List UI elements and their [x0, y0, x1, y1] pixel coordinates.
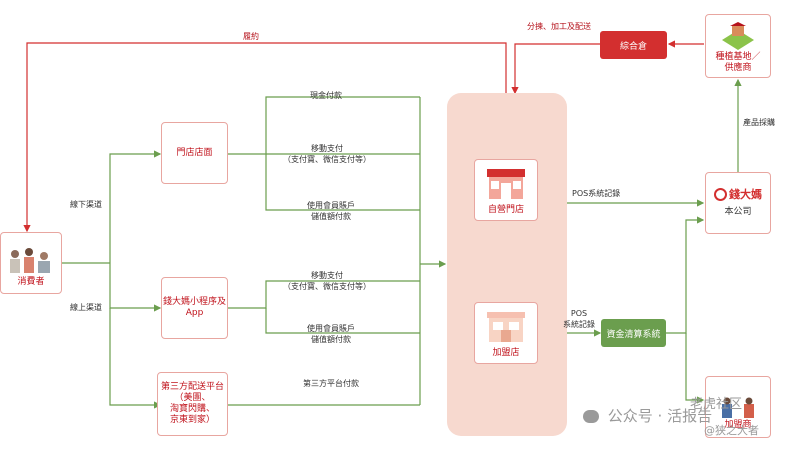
franchisee-node: 加盟商	[705, 376, 771, 438]
store-panel	[447, 93, 567, 436]
cash-label: 現金付款	[310, 91, 342, 100]
storefront-icon	[487, 169, 525, 199]
delivery-label-4: 京東到家）	[169, 415, 215, 425]
mini-app-label-1: 錢大媽小程序及	[162, 297, 226, 307]
farm-label-2: 供應商	[724, 63, 752, 73]
consumer-label: 消費者	[17, 277, 45, 287]
pos-label-2-line1: POS	[570, 309, 588, 318]
delivery-label-1: 第三方配送平台	[160, 382, 224, 392]
delivery-line	[109, 308, 162, 409]
offline-line	[109, 150, 162, 263]
mobile-pay-1-line1: 移動支付	[311, 144, 343, 153]
storefront-member	[265, 154, 420, 211]
franchisee-label: 加盟商	[724, 420, 752, 430]
wechat-icon	[583, 410, 599, 423]
self-store-label: 自營門店	[487, 205, 524, 215]
member-pay-1: 使用會員賬戶 儲值額付款	[307, 200, 355, 222]
consumer-node: 消費者	[0, 232, 62, 294]
warehouse-node: 綜合倉	[600, 31, 667, 59]
franchise-store-label: 加盟店	[492, 348, 520, 358]
member-pay-2-line1: 使用會員賬戶	[307, 324, 355, 333]
fulfillment-line	[23, 42, 507, 233]
clearing-to-franchisee	[685, 333, 705, 404]
member-pay-2: 使用會員賬戶 儲值額付款	[307, 323, 355, 345]
company-logo: 錢大媽	[714, 188, 762, 201]
mobile-pay-2: 移動支付 （支付寶、微信支付等）	[283, 270, 371, 292]
farm-icon	[722, 22, 754, 50]
store-front-node: 門店店面	[161, 122, 228, 184]
procurement-label: 產品採購	[743, 118, 775, 127]
mini-app-label-2: App	[185, 308, 204, 318]
warehouse-to-store-line	[511, 43, 600, 95]
site-watermark: 老虎社区	[690, 397, 743, 412]
fulfillment-label: 履約	[243, 32, 259, 41]
thirdparty-pay-label: 第三方平台付款	[303, 379, 359, 388]
clearing-to-company	[666, 216, 705, 334]
pos-label-2-line2: 系統記錄	[563, 320, 595, 329]
app-member	[265, 308, 420, 334]
logo-q-icon	[714, 188, 727, 201]
wechat-watermark: 公众号 · 活报告	[583, 405, 712, 426]
mobile-pay-2-line1: 移動支付	[311, 271, 343, 280]
warehouse-label: 綜合倉	[619, 41, 647, 52]
member-pay-1-line1: 使用會員賬戶	[307, 201, 355, 210]
handshake-icon	[722, 397, 754, 418]
delivery-label-2: （美團、	[174, 393, 211, 403]
farm-supplier-node: 種植基地／ 供應商	[705, 14, 771, 78]
offline-label: 線下渠道	[70, 200, 102, 209]
delivery-label-3: 淘寶閃購、	[169, 404, 215, 414]
company-logo-text: 錢大媽	[729, 188, 762, 201]
member-pay-2-line2: 儲值額付款	[311, 335, 351, 344]
delivery-platform-node: 第三方配送平台 （美團、 淘寶閃購、 京東到家）	[157, 372, 228, 436]
franchise-store-node: 加盟店	[474, 302, 538, 364]
company-node: 錢大媽 本公司	[705, 172, 771, 234]
self-store-node: 自營門店	[474, 159, 538, 221]
farm-label-1: 種植基地／	[715, 52, 761, 62]
store-front-label: 門店店面	[176, 147, 213, 158]
online-line	[109, 263, 162, 312]
mini-app-node: 錢大媽小程序及 App	[161, 277, 228, 339]
storefront-cash	[228, 96, 420, 155]
mobile-pay-2-line2: （支付寶、微信支付等）	[283, 282, 371, 291]
shopping-people-icon	[10, 248, 50, 273]
mobile-pay-1-line2: （支付寶、微信支付等）	[283, 155, 371, 164]
app-mobile	[228, 280, 420, 309]
wechat-watermark-text: 公众号 · 活报告	[607, 407, 713, 425]
author-watermark: @狭之大者	[704, 424, 759, 437]
clearing-system-node: 資金清算系統	[601, 319, 666, 347]
pos-label-1: POS系統記錄	[572, 189, 621, 198]
member-pay-1-line2: 儲值額付款	[311, 212, 351, 221]
pos-label-2: POS 系統記錄	[563, 308, 595, 330]
mobile-pay-1: 移動支付 （支付寶、微信支付等）	[283, 143, 371, 165]
company-label: 本公司	[724, 207, 752, 217]
clearing-system-label: 資金清算系統	[606, 329, 661, 340]
franchise-store-icon	[487, 312, 525, 342]
sorting-label: 分揀、加工及配送	[527, 22, 591, 31]
online-label: 線上渠道	[70, 303, 102, 312]
